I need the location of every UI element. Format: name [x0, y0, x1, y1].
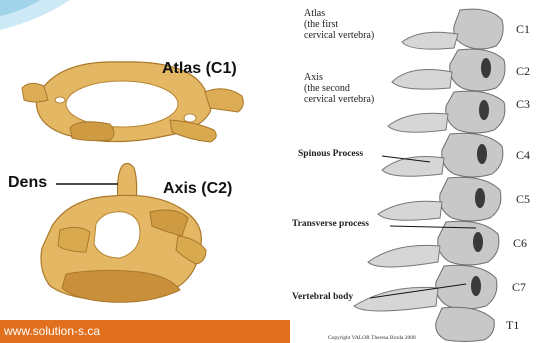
- copyright-text: Copyright VALOR Theresa Broda 2008: [328, 335, 416, 341]
- atlas-note: Atlas (the first cervical vertebra): [304, 8, 374, 41]
- level-label-c4: C4: [516, 148, 530, 163]
- level-label-c3: C3: [516, 97, 530, 112]
- axis-note-line-3: cervical vertebra): [304, 94, 374, 105]
- level-label-c6: C6: [513, 236, 527, 251]
- dens-label: Dens: [8, 174, 47, 192]
- atlas-note-line-1: Atlas: [304, 8, 374, 19]
- spine-column-drawing: [436, 9, 505, 341]
- level-label-c7: C7: [512, 280, 526, 295]
- axis-label: Axis (C2): [163, 180, 232, 198]
- atlas-note-line-2: (the first: [304, 19, 374, 30]
- level-label-c2: C2: [516, 64, 530, 79]
- axis-note-line-1: Axis: [304, 72, 374, 83]
- cervical-spine-panel: Atlas (the first cervical vertebra) Axis…: [290, 0, 536, 343]
- atlas-label: Atlas (C1): [162, 60, 237, 78]
- atlas-note-line-3: cervical vertebra): [304, 30, 374, 41]
- footer-url[interactable]: www.solution-s.ca: [4, 324, 100, 338]
- footer-bar: www.solution-s.ca: [0, 320, 290, 343]
- level-label-t1: T1: [506, 318, 519, 333]
- level-label-c5: C5: [516, 192, 530, 207]
- transverse-process-label: Transverse process: [292, 219, 369, 229]
- axis-note-line-2: (the second: [304, 83, 374, 94]
- atlas-axis-illustration: [0, 0, 290, 343]
- atlas-axis-panel: Atlas (C1) Axis (C2) Dens www.solution-s…: [0, 0, 290, 343]
- level-label-c1: C1: [516, 22, 530, 37]
- axis-note: Axis (the second cervical vertebra): [304, 72, 374, 105]
- spinous-process-label: Spinous Process: [298, 149, 363, 159]
- vertebral-body-label: Vertebral body: [292, 292, 353, 302]
